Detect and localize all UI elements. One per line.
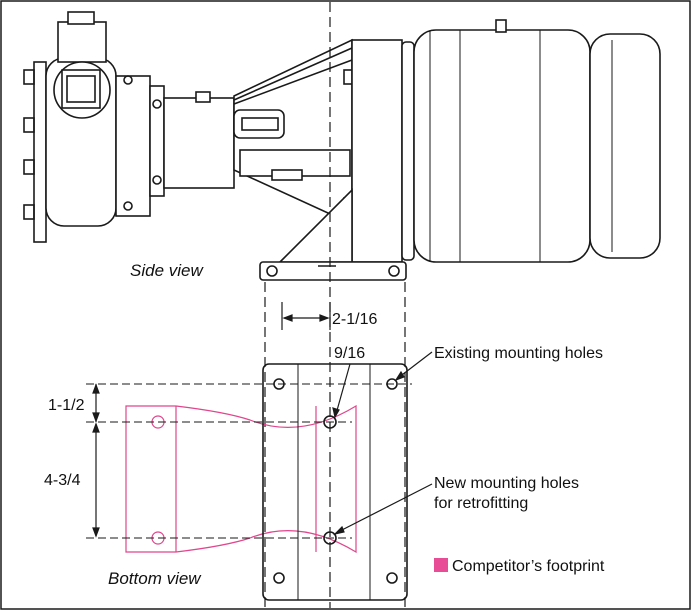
flange-bolt-4 (23, 204, 35, 220)
box-cover-square (66, 75, 96, 103)
footprint-outline (125, 404, 357, 554)
dim-top-label: 1-1/2 (48, 397, 85, 414)
base-plate-outline (262, 363, 408, 601)
adapter-bolt-3 (123, 75, 133, 85)
base-plate (262, 363, 408, 601)
existing-hole-4 (386, 572, 398, 584)
adapter-bolt-1 (152, 99, 162, 109)
bracket-edge-2 (233, 59, 353, 105)
dim-spacing-label: 4-3/4 (44, 472, 81, 489)
adapter-bolt-2 (152, 175, 162, 185)
dim-offset-line (281, 302, 331, 330)
motor-mount (351, 39, 403, 263)
new-hole-1 (323, 415, 337, 429)
existing-holes-leader-line (397, 351, 433, 379)
dim-hole-label: 9/16 (334, 345, 365, 362)
dim-top-arrow-up (92, 383, 100, 394)
dim-spacing-arrow-down (92, 527, 100, 538)
foot-hole-left (266, 265, 278, 277)
dim-hole-leader (332, 363, 351, 419)
side-view-label: Side view (130, 261, 204, 280)
adapter-plate (149, 85, 165, 197)
box-cover-outline (61, 69, 101, 109)
bottom-view-label: Bottom view (108, 569, 202, 588)
new-holes-label-line1: New mounting holes (434, 475, 579, 492)
vertical-dimensions (92, 383, 100, 538)
new-holes-leader-line (337, 483, 433, 533)
conduit-cap (67, 11, 95, 25)
existing-holes-label: Existing mounting holes (434, 345, 603, 362)
competitor-footprint (125, 404, 357, 554)
existing-holes-leader-arrow (394, 370, 405, 382)
flange-bolt-3 (23, 159, 35, 175)
new-holes-leader-arrow (333, 525, 345, 536)
adapter-block (115, 75, 151, 217)
base-foot (259, 261, 407, 281)
new-hole-2 (323, 531, 337, 545)
dim-hole-leader-line (335, 363, 351, 415)
motor-flange (401, 41, 415, 261)
horizontal-reference-lines (86, 383, 412, 539)
legend-footprint-swatch (434, 558, 448, 572)
grease-fitting (195, 91, 211, 103)
left-flange (33, 61, 47, 243)
existing-hole-3 (273, 572, 285, 584)
bracket-slot-inner (241, 117, 279, 131)
bracket-edge-1 (233, 47, 353, 101)
flange-bolt-1 (23, 69, 35, 85)
dim-spacing-arrow-up (92, 422, 100, 433)
side-view-drawing (23, 11, 661, 281)
adapter-bolt-4 (123, 201, 133, 211)
foot-hole-right (388, 265, 400, 277)
dim-offset-arrow-right (319, 314, 330, 322)
new-holes-label-line2: for retrofitting (434, 495, 528, 512)
coupling-housing (163, 97, 235, 189)
dim-top-arrow-down (92, 412, 100, 423)
dim-offset-arrow-left (282, 314, 293, 322)
conduit-entry (57, 21, 107, 63)
motor-lug (495, 19, 507, 33)
dim-offset-label: 2-1/16 (332, 311, 377, 328)
legend-footprint-label: Competitor’s footprint (452, 558, 605, 575)
new-holes-leader (333, 483, 433, 536)
motor-end-cap (589, 33, 661, 259)
flange-bolt-2 (23, 117, 35, 133)
dim-hole-leader-arrow (332, 407, 340, 419)
gear-housing-tab (271, 169, 303, 181)
existing-holes-leader (394, 351, 433, 382)
motor-body (413, 29, 591, 263)
